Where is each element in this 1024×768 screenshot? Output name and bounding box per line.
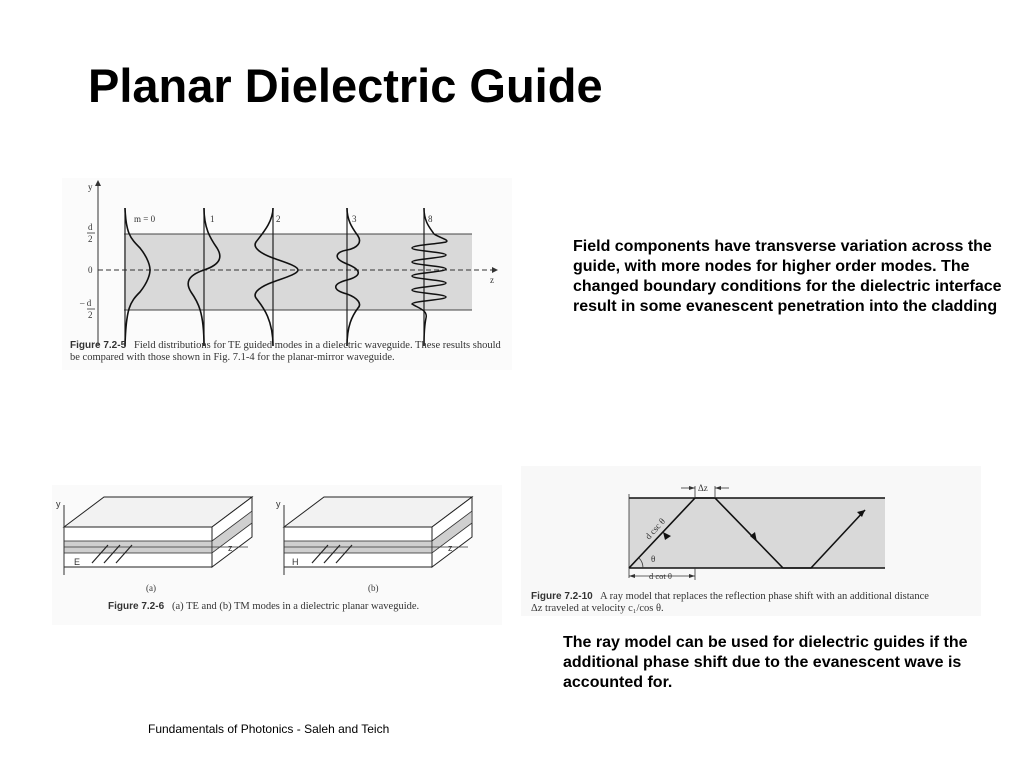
y-bottom-label: – d: [79, 298, 92, 308]
d-cot-label: d cot θ: [649, 571, 672, 581]
figure-7-2-5-caption-label: Figure 7.2-5: [70, 340, 127, 351]
y-top-den: 2: [88, 234, 93, 244]
paragraph-field-components: Field components have transverse variati…: [573, 238, 1002, 315]
fig726-axis-y-b: y: [276, 499, 281, 509]
mode-label-0: m = 0: [134, 214, 156, 224]
y-top-label: d: [88, 222, 93, 232]
figure-7-2-10-drawing: Δz d csc θ θ d cot θ: [628, 483, 885, 581]
fig726-axis-z-a: z: [228, 543, 233, 553]
guide-core: [629, 498, 885, 568]
fig726-panel-b: (b): [368, 583, 379, 593]
mode-label-3: 3: [352, 214, 357, 224]
figure-7-2-6: y z E (a) y z H (b) Figure 7.2-6 (a) TE …: [52, 485, 502, 625]
figure-7-2-6-caption-label: Figure 7.2-6: [108, 601, 165, 612]
figure-7-2-10-caption: Figure 7.2-10 A ray model that replaces …: [531, 591, 981, 615]
figure-7-2-5-caption-text: Field distributions for TE guided modes …: [70, 340, 501, 363]
figure-7-2-6-caption: Figure 7.2-6 (a) TE and (b) TM modes in …: [108, 601, 498, 613]
mode-label-1: 1: [210, 214, 215, 224]
slab-tm: y z H (b): [276, 496, 474, 593]
y-bottom-den: 2: [88, 310, 93, 320]
fig726-field-e: E: [74, 557, 80, 567]
figure-7-2-10: Δz d csc θ θ d cot θ Figure 7.2-10 A ray…: [521, 466, 981, 616]
figure-7-2-5-caption: Figure 7.2-5 Field distributions for TE …: [70, 340, 510, 364]
y-zero-label: 0: [88, 265, 93, 275]
mode-label-2: 2: [276, 214, 281, 224]
theta-label: θ: [651, 554, 655, 564]
fig726-panel-a: (a): [146, 583, 156, 593]
delta-z-label: Δz: [698, 483, 708, 493]
slide-title: Planar Dielectric Guide: [88, 59, 603, 112]
footer-source: Fundamentals of Photonics - Saleh and Te…: [148, 722, 390, 736]
figure-7-2-6-drawing: y z E (a) y z H (b): [56, 496, 474, 593]
figure-7-2-5-drawing: y z d 2 0 – d 2 m = 0 1 2 3 8: [79, 180, 498, 347]
paragraph-ray-model: The ray model can be used for dielectric…: [563, 634, 968, 691]
ray-path: [628, 497, 866, 569]
figure-7-2-10-caption-label: Figure 7.2-10: [531, 591, 593, 602]
fig726-field-h: H: [292, 557, 299, 567]
figure-7-2-5: y z d 2 0 – d 2 m = 0 1 2 3 8 Figure 7.2…: [62, 178, 512, 370]
figure-7-2-10-caption-line1: A ray model that replaces the reflection…: [600, 591, 929, 602]
mode-label-8: 8: [428, 214, 433, 224]
fig726-axis-y-a: y: [56, 499, 61, 509]
slab-te: y z E (a): [56, 496, 254, 593]
axis-y-label: y: [88, 182, 93, 192]
fig726-axis-z-b: z: [448, 543, 453, 553]
axis-z-label: z: [490, 275, 494, 285]
figure-7-2-10-caption-line2: Δz traveled at velocity c₁/cos θ.: [531, 603, 664, 614]
figure-7-2-6-caption-text: (a) TE and (b) TM modes in a dielectric …: [172, 601, 420, 612]
